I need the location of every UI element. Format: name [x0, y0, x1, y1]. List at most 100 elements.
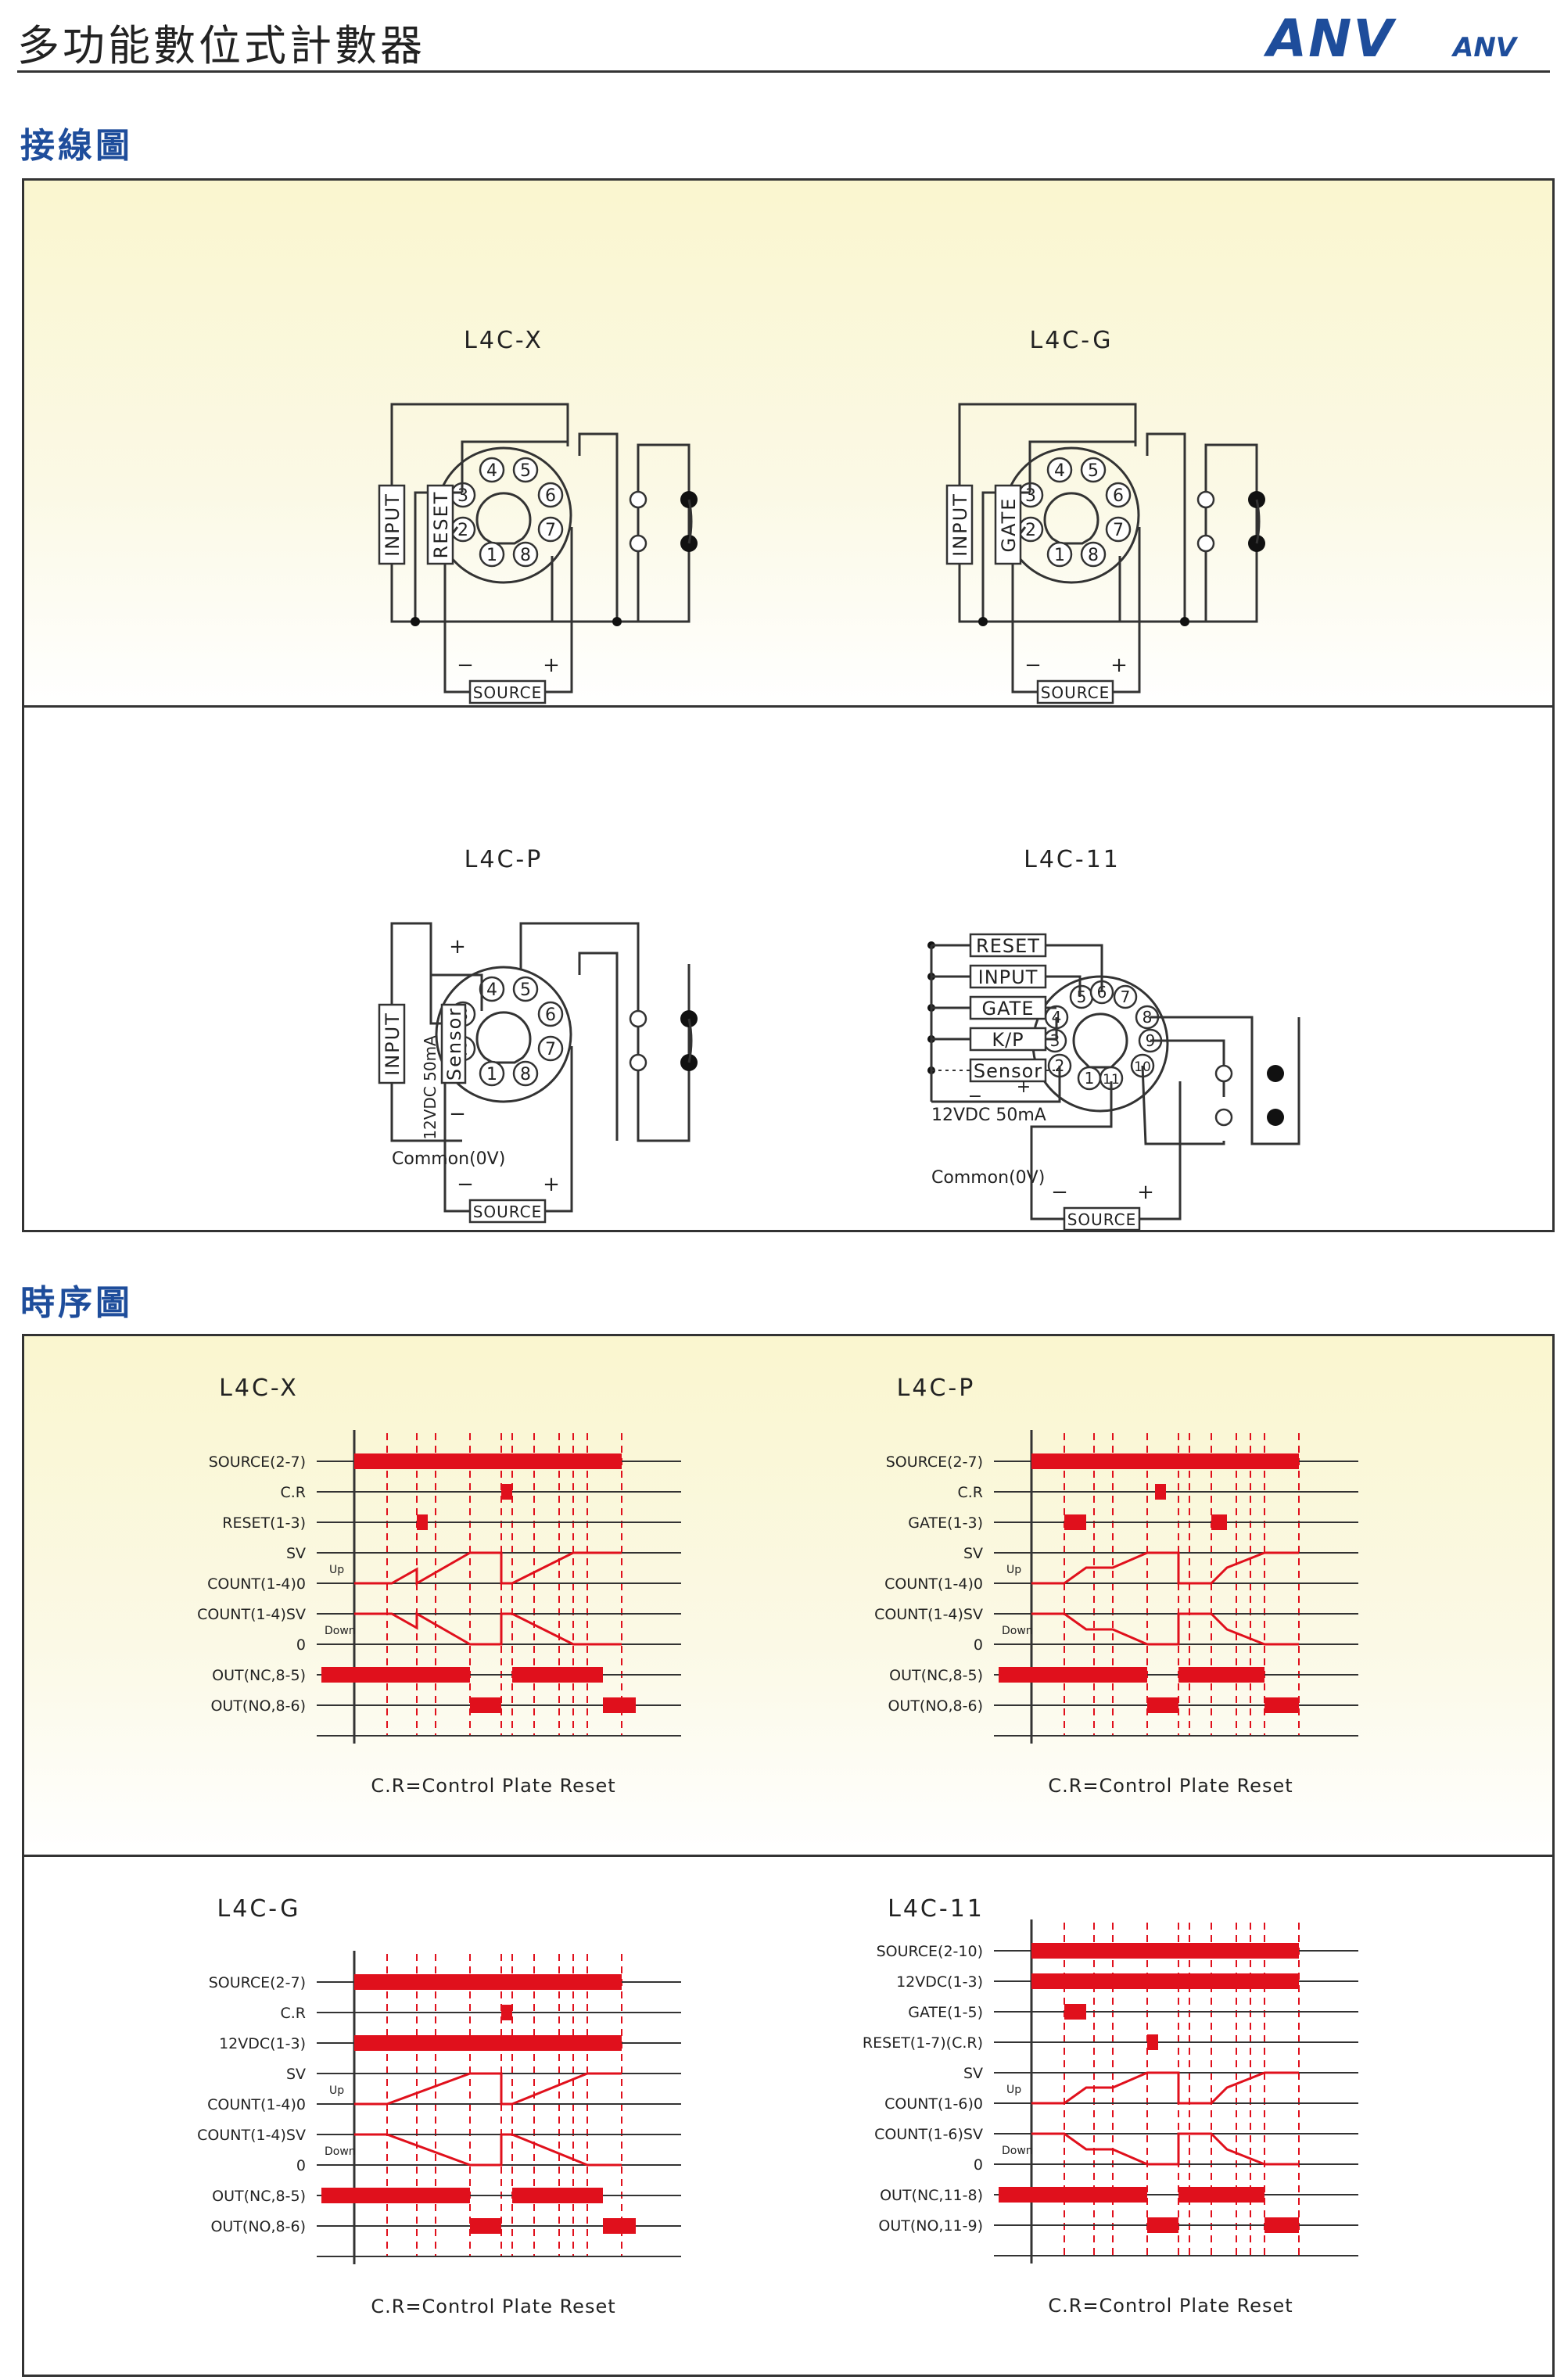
input-box-1	[969, 964, 1047, 989]
pin-6-label: 6	[545, 1005, 556, 1025]
right-input-label: RESET	[430, 491, 452, 559]
junction-dot	[978, 617, 988, 626]
sensor-minus: −	[449, 1102, 466, 1126]
row-label-8: OUT(NC,11-8)	[880, 2187, 983, 2204]
contact-arc	[687, 1018, 693, 1063]
pin-2-label: 2	[1025, 521, 1036, 540]
row-label-4: COUNT(1-4)0	[884, 1575, 983, 1593]
source-plus: +	[1137, 1181, 1154, 1204]
gate-pulse	[1064, 1514, 1086, 1530]
pin-4-label: 4	[1054, 461, 1065, 481]
pin-7-label: 7	[1121, 987, 1131, 1006]
pin-8-label: 8	[520, 1065, 531, 1084]
source-minus: −	[1051, 1181, 1068, 1204]
row-label-2: GATE(1-5)	[908, 2004, 983, 2021]
junction-dot	[612, 617, 622, 626]
pin-3-label: 3	[457, 486, 468, 506]
junction-dot	[411, 617, 420, 626]
source-plus: +	[1110, 654, 1128, 677]
count-up-trace	[354, 2072, 622, 2106]
timing-l4c-x: L4C-XSOURCE(2-7)C.RRESET(1-3)SVCOUNT(1-4…	[197, 1375, 681, 1797]
row-label-9: OUT(NO,11-9)	[878, 2217, 983, 2235]
input-label-1: INPUT	[978, 966, 1038, 988]
socket-outer-circle	[435, 966, 572, 1103]
down-label: Down	[1002, 2145, 1033, 2157]
row-label-4: COUNT(1-4)0	[207, 2096, 306, 2113]
common-label: Common(0V)	[392, 1149, 505, 1169]
count-up-trace	[1031, 1551, 1299, 1585]
out-nc-bar	[512, 1667, 603, 1683]
source-label: SOURCE	[1067, 1210, 1137, 1229]
count-down-trace	[354, 1611, 622, 1646]
contact-open-circle	[629, 490, 647, 509]
footnote: C.R=Control Plate Reset	[1048, 1775, 1293, 1797]
source-box	[468, 1199, 547, 1224]
pin-5-circle	[512, 976, 539, 1002]
count-down-trace	[354, 2133, 622, 2167]
socket-key	[475, 492, 532, 545]
contact-open-circle	[1196, 534, 1215, 553]
contact-filled-dot	[1267, 1109, 1284, 1126]
power-label: 12VDC 50mA	[931, 1106, 1046, 1125]
chart-title: L4C-P	[897, 1375, 976, 1402]
anv-logo: ANV ANV	[1263, 9, 1519, 69]
source-bar	[1031, 1943, 1299, 1959]
wire	[519, 922, 691, 1142]
wire	[578, 952, 619, 1141]
row-label-3: SV	[963, 1545, 983, 1562]
source-label: SOURCE	[473, 1203, 543, 1221]
chart-title: L4C-11	[888, 1895, 985, 1923]
out-nc-bar	[1178, 2187, 1264, 2203]
row-label-0: SOURCE(2-10)	[877, 1943, 983, 1960]
contact-open-circle	[1196, 490, 1215, 509]
pin-8-label: 8	[1143, 1008, 1153, 1027]
wire	[1141, 1065, 1225, 1145]
left-input-label-box	[378, 484, 406, 565]
cr-pulse	[501, 2005, 512, 2020]
input-label-4: Sensor	[974, 1060, 1042, 1082]
model-title: L4C-P	[465, 846, 543, 873]
row-label-0: SOURCE(2-7)	[209, 1974, 306, 1991]
pin-5-label: 5	[1077, 987, 1087, 1006]
out-no-bar	[1147, 1697, 1178, 1713]
up-label: Up	[1006, 1564, 1021, 1576]
pin-5-label: 5	[520, 980, 531, 1000]
row-label-5: COUNT(1-4)SV	[197, 1606, 306, 1623]
pin-5-label: 5	[1088, 461, 1099, 481]
supply-bar	[354, 2035, 622, 2051]
pin-7-circle	[537, 1035, 564, 1062]
logo-text-small: ANV	[1451, 32, 1519, 63]
contact-arc	[1255, 499, 1261, 544]
timing-divider	[24, 1855, 1552, 1857]
contact-arc	[687, 499, 693, 544]
gate-pulse	[1064, 2004, 1086, 2020]
wire	[931, 1066, 1061, 1103]
pin-7-label: 7	[1113, 521, 1124, 540]
row-label-1: C.R	[957, 1484, 983, 1501]
pin-7-label: 7	[545, 1040, 556, 1059]
wire-skip	[1028, 440, 1135, 493]
pin-4-label: 4	[486, 461, 497, 481]
source-bar	[354, 1974, 622, 1990]
pin-8-circle	[512, 541, 539, 568]
pin-1-label: 1	[486, 1065, 497, 1084]
wire	[431, 973, 483, 1011]
count-down-trace	[1031, 2132, 1299, 2166]
pin-6-label: 6	[1113, 486, 1124, 506]
section-timing-heading: 時序圖	[20, 1283, 133, 1323]
source-minus: −	[1024, 654, 1042, 677]
source-minus: −	[457, 1173, 474, 1196]
row-label-4: SV	[963, 2065, 983, 2082]
up-label: Up	[329, 1564, 344, 1576]
out-nc-bar	[999, 2187, 1147, 2203]
contact-open-circle	[629, 1053, 647, 1072]
left-input-label: INPUT	[382, 493, 404, 557]
right-input-label: GATE	[998, 497, 1020, 553]
down-label: Down	[325, 1625, 356, 1637]
cr-pulse	[1155, 1484, 1166, 1500]
row-label-5: COUNT(1-4)SV	[197, 2127, 306, 2144]
source-label: SOURCE	[1041, 683, 1110, 702]
pin-5-circle	[512, 457, 539, 483]
